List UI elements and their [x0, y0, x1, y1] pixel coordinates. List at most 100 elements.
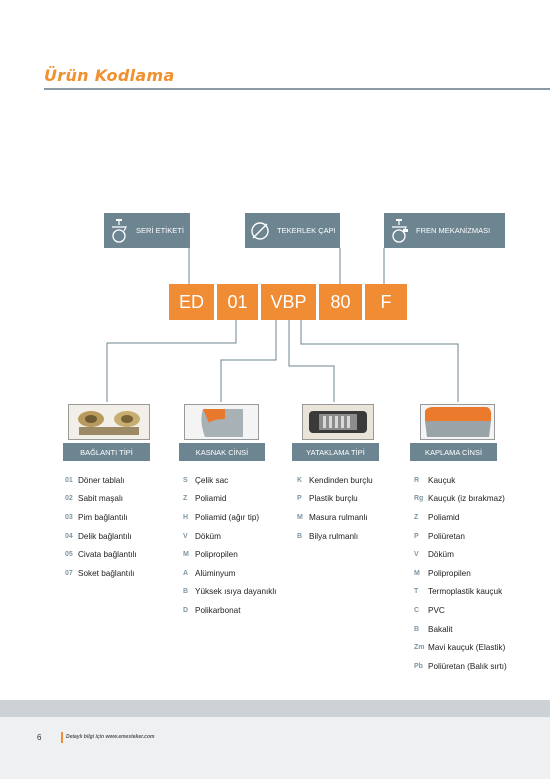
list-item: 02 Sabit maşalı	[65, 490, 137, 509]
list-item: D Polikarbonat	[183, 601, 276, 620]
brake-caster-icon	[384, 213, 414, 248]
item-code: B	[414, 625, 420, 633]
item-label: Polipropilen	[195, 550, 238, 560]
item-code: 07	[65, 569, 73, 577]
list-item: C PVC	[414, 601, 507, 620]
item-code: Pb	[414, 662, 423, 670]
code-box-connection: 01	[217, 284, 258, 320]
list-item: S Çelik sac	[183, 471, 276, 490]
item-code: V	[414, 551, 419, 559]
item-code: Zm	[414, 644, 425, 652]
item-label: PVC	[428, 605, 445, 615]
item-label: Kauçuk	[428, 475, 456, 485]
bearing-type-image	[302, 404, 374, 440]
footer	[0, 717, 550, 779]
list-item: 01 Döner tablalı	[65, 471, 137, 490]
item-code: H	[183, 513, 189, 521]
item-label: Pim bağlantılı	[78, 512, 128, 522]
item-label: Poliamid	[195, 494, 227, 504]
item-label: Termoplastik kauçuk	[428, 587, 503, 597]
list-item: B Bilya rulmanlı	[297, 527, 373, 546]
page-number: 6	[37, 733, 42, 742]
list-item: R Kauçuk	[414, 471, 507, 490]
item-code: M	[414, 569, 420, 577]
item-code: P	[297, 495, 302, 503]
footer-website-note: Detaylı bilgi için www.emesteker.com	[66, 734, 155, 740]
list-item: T Termoplastik kauçuk	[414, 583, 507, 602]
item-label: Masura rulmanlı	[309, 512, 368, 522]
connection-type-image	[68, 404, 150, 440]
header-seri-etiketi: SERİ ETİKETİ	[104, 213, 190, 248]
category-tread: KAPLAMA CİNSİ	[410, 443, 497, 461]
item-code: Z	[183, 495, 188, 503]
header-label: TEKERLEK ÇAPI	[277, 226, 336, 235]
wheel-core-list: S Çelik sac Z Poliamid H Poliamid (ağır tip…	[183, 471, 276, 620]
item-label: Çelik sac	[195, 475, 229, 485]
item-label: Alüminyum	[195, 568, 236, 578]
title-divider	[44, 88, 550, 90]
item-code: A	[183, 569, 189, 577]
item-label: Döner tablalı	[78, 475, 125, 485]
footer-accent-mark	[61, 732, 63, 743]
list-item: H Poliamid (ağır tip)	[183, 508, 276, 527]
diameter-icon	[245, 213, 275, 248]
item-code: M	[183, 551, 189, 559]
item-label: Soket bağlantılı	[78, 568, 135, 578]
list-item: A Alüminyum	[183, 564, 276, 583]
item-code: C	[414, 606, 420, 614]
item-label: Yüksek ısıya dayanıklı	[195, 587, 277, 597]
item-code: D	[183, 606, 189, 614]
header-label: FREN MEKANİZMASI	[416, 226, 491, 235]
item-code: V	[183, 532, 188, 540]
list-item: M Polipropilen	[414, 564, 507, 583]
list-item: M Polipropilen	[183, 545, 276, 564]
footer-band	[0, 700, 550, 717]
item-label: Sabit maşalı	[78, 494, 124, 504]
header-label: SERİ ETİKETİ	[136, 226, 184, 235]
list-item: M Masura rulmanlı	[297, 508, 373, 527]
list-item: V Döküm	[414, 545, 507, 564]
header-tekerlek-capi: TEKERLEK ÇAPI	[245, 213, 340, 248]
wheel-core-image	[184, 404, 259, 440]
item-label: Kendinden burçlu	[309, 475, 373, 485]
item-code: Z	[414, 513, 419, 521]
item-label: Döküm	[195, 531, 221, 541]
item-code: S	[183, 476, 188, 484]
list-item: 07 Soket bağlantılı	[65, 564, 137, 583]
item-code: 02	[65, 495, 73, 503]
item-label: Mavi kauçuk (Elastik)	[428, 643, 506, 653]
item-code: R	[414, 476, 420, 484]
item-code: 04	[65, 532, 73, 540]
code-box-wheel-type: VBP	[261, 284, 316, 320]
item-code: 01	[65, 476, 73, 484]
item-label: Döküm	[428, 550, 454, 560]
code-box-series: ED	[169, 284, 214, 320]
item-code: P	[414, 532, 419, 540]
tread-type-image	[420, 404, 495, 440]
item-label: Bakalit	[428, 624, 453, 634]
code-box-brake: F	[365, 284, 407, 320]
item-code: B	[297, 532, 303, 540]
item-code: K	[297, 476, 303, 484]
header-fren-mekanizmasi: FREN MEKANİZMASI	[384, 213, 505, 248]
item-label: Polipropilen	[428, 568, 471, 578]
item-code: T	[414, 588, 419, 596]
item-code: M	[297, 513, 303, 521]
item-label: Delik bağlantılı	[78, 531, 132, 541]
item-label: Bilya rulmanlı	[309, 531, 359, 541]
item-label: Poliamid (ağır tip)	[195, 512, 260, 522]
list-item: 04 Delik bağlantılı	[65, 527, 137, 546]
item-label: Polikarbonat	[195, 605, 241, 615]
list-item: K Kendinden burçlu	[297, 471, 373, 490]
list-item: V Döküm	[183, 527, 276, 546]
